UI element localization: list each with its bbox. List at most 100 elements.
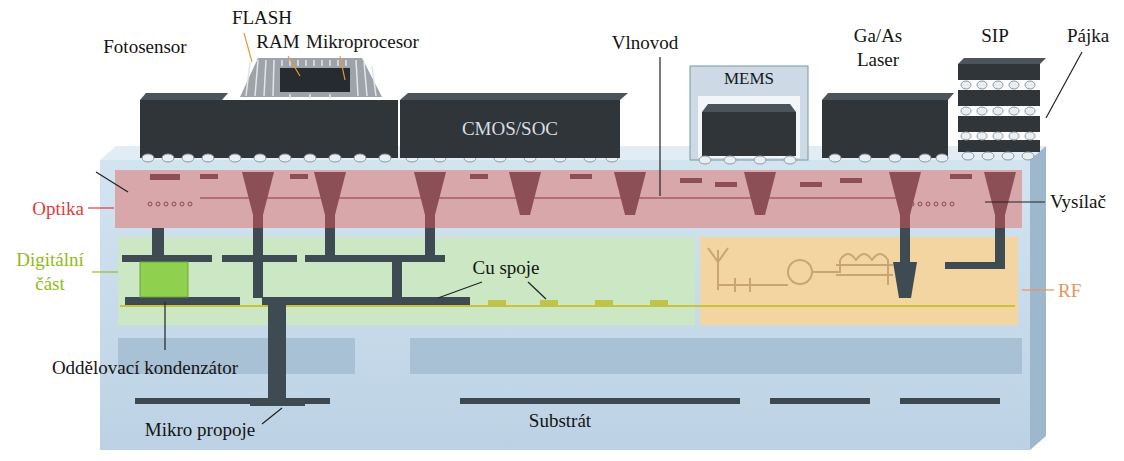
optical-pads bbox=[840, 178, 862, 183]
copper-interconnect bbox=[325, 228, 335, 257]
digital-band bbox=[118, 237, 695, 325]
part-label: SIP bbox=[981, 24, 1008, 48]
optical-via bbox=[314, 172, 346, 228]
memory-stack-chip bbox=[222, 100, 398, 158]
sip-stack bbox=[1009, 81, 1019, 89]
memory-stack-chip bbox=[364, 62, 367, 96]
solder-ball bbox=[982, 152, 994, 160]
copper-interconnect bbox=[268, 305, 286, 398]
memory-stack-chip bbox=[305, 60, 307, 66]
solder-ball bbox=[354, 154, 366, 162]
part-label: Ga/As Laser bbox=[842, 24, 914, 72]
optical-via bbox=[242, 172, 274, 228]
waveguide bbox=[180, 202, 184, 206]
copper-interconnect bbox=[900, 228, 910, 262]
rf-circuit-symbols bbox=[708, 248, 728, 290]
memory-stack-chip bbox=[281, 60, 283, 66]
optical-pads bbox=[200, 174, 218, 179]
optical-pads bbox=[150, 174, 972, 187]
copper-interconnect bbox=[125, 297, 240, 305]
substrate-slab bbox=[1030, 146, 1046, 450]
solder-ball bbox=[889, 154, 901, 162]
sip-stack bbox=[961, 81, 971, 89]
mems-housing bbox=[690, 66, 808, 160]
sip-stack bbox=[1025, 107, 1035, 115]
node-text: MEMS bbox=[724, 69, 774, 89]
part-label: RAM bbox=[256, 30, 299, 54]
signal-trace bbox=[120, 305, 1015, 307]
solder-ball bbox=[1022, 152, 1034, 160]
waveguide bbox=[164, 202, 168, 206]
thin-trace bbox=[770, 398, 870, 404]
solder-ball bbox=[162, 154, 174, 162]
layer-label: Digitální část bbox=[4, 248, 96, 296]
sip-stack bbox=[1009, 132, 1019, 140]
laser-chip bbox=[822, 93, 954, 158]
memory-stack-chip bbox=[246, 62, 250, 96]
optical-pads bbox=[290, 174, 308, 179]
leader-line bbox=[88, 207, 114, 208]
optical-pads bbox=[150, 174, 180, 180]
waveguide bbox=[200, 197, 900, 199]
optical-via bbox=[889, 172, 921, 228]
layer-label: RF bbox=[1058, 279, 1081, 303]
copper-interconnect bbox=[122, 228, 1005, 406]
optics-band bbox=[115, 170, 1022, 228]
memory-stack-chip bbox=[329, 94, 331, 98]
part-label: Oddělovací kondenzátor bbox=[52, 356, 238, 380]
memory-stack-chip bbox=[273, 60, 274, 96]
leader-line bbox=[92, 271, 118, 272]
substrate-slab bbox=[100, 160, 1030, 450]
memory-stack-chip bbox=[372, 66, 376, 96]
part-label: Cu spoje bbox=[472, 256, 539, 280]
leader-line bbox=[96, 172, 128, 192]
optical-via bbox=[509, 172, 541, 215]
solder-ball bbox=[724, 156, 736, 164]
memory-stack-chip bbox=[222, 58, 398, 158]
waveguide bbox=[148, 202, 954, 206]
sip-stack bbox=[1009, 107, 1019, 115]
waveguide bbox=[934, 202, 938, 206]
leader-line bbox=[96, 52, 1082, 424]
copper-interconnect bbox=[392, 262, 402, 298]
sip-stack bbox=[958, 116, 1040, 132]
sip-stack bbox=[958, 58, 1046, 64]
leader-line bbox=[528, 282, 546, 299]
part-label: Pájka bbox=[1067, 24, 1109, 48]
solder-ball bbox=[699, 156, 711, 164]
sip-stack bbox=[1025, 132, 1035, 140]
mems-housing bbox=[702, 112, 796, 156]
sip-stack bbox=[961, 132, 971, 140]
solder-ball bbox=[304, 154, 316, 162]
photosensor-chip bbox=[140, 100, 222, 158]
optical-via bbox=[984, 172, 1016, 228]
sip-stack bbox=[961, 107, 971, 115]
copper-interconnect bbox=[253, 228, 263, 257]
memory-stack-chip bbox=[264, 60, 266, 96]
memory-stack-chip bbox=[345, 60, 347, 66]
copper-interconnect bbox=[122, 255, 212, 262]
copper-interconnect bbox=[152, 228, 164, 257]
waveguide bbox=[918, 202, 922, 206]
waveguide bbox=[188, 202, 192, 206]
waveguide bbox=[172, 202, 176, 206]
copper-interconnect bbox=[995, 228, 1005, 262]
solder-ball bbox=[379, 154, 391, 162]
laser-chip bbox=[822, 93, 954, 100]
solder-ball bbox=[254, 154, 266, 162]
decoupling-capacitor bbox=[140, 262, 188, 297]
solder-ball bbox=[202, 154, 214, 162]
rf-circuit-symbols bbox=[718, 278, 788, 292]
solder-ball bbox=[859, 154, 871, 162]
optical-via bbox=[614, 172, 646, 215]
memory-stack-chip bbox=[329, 60, 331, 66]
sip-stack bbox=[993, 132, 1003, 140]
memory-stack-chip bbox=[313, 60, 315, 66]
copper-bump bbox=[595, 300, 613, 306]
part-label: Vlnovod bbox=[612, 31, 679, 55]
part-label: Mikroprocesor bbox=[306, 30, 419, 54]
copper-interconnect bbox=[945, 262, 1005, 269]
sip-stack bbox=[958, 140, 1040, 152]
memory-stack-chip bbox=[309, 94, 311, 98]
